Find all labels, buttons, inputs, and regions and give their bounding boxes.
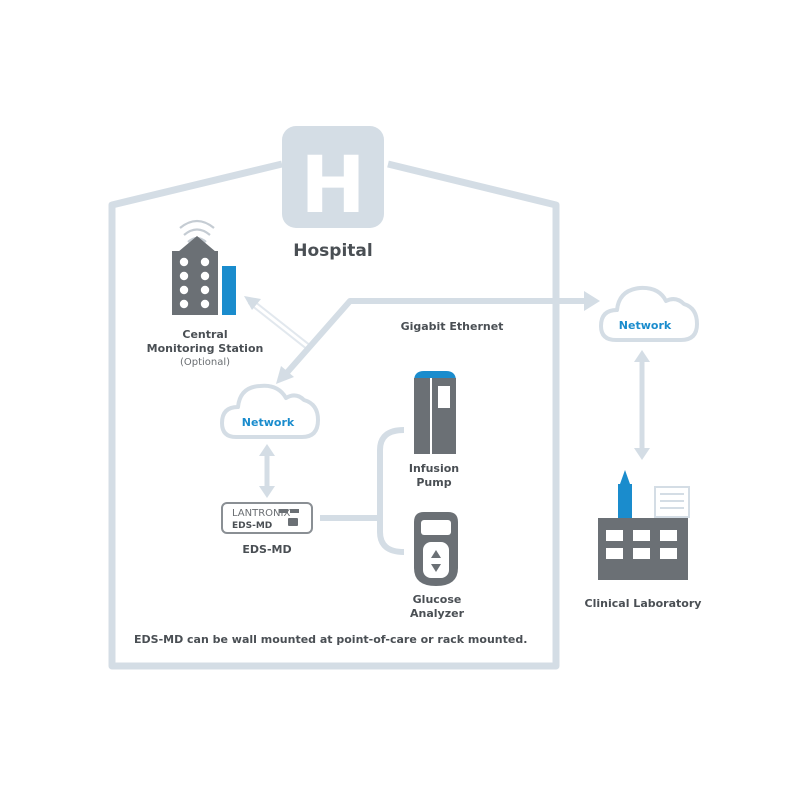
clinical-laboratory-label: Clinical Laboratory: [585, 597, 702, 610]
arrow-network-to-station: [244, 296, 310, 349]
hospital-h-letter: H: [300, 141, 365, 231]
device-model: EDS-MD: [232, 521, 272, 531]
gigabit-ethernet-line: [276, 291, 600, 384]
central-station-label-line2: Monitoring Station: [147, 342, 264, 355]
eds-md-label: EDS-MD: [242, 543, 291, 556]
hospital-outline: [108, 160, 560, 670]
central-station-label-line1: Central: [182, 328, 227, 341]
infusion-pump-icon: [414, 371, 456, 454]
central-station-note: (Optional): [180, 357, 230, 368]
network-cloud-left: [220, 383, 320, 439]
device-brand: LANTRONIX: [232, 508, 290, 519]
network-cloud-right: [599, 285, 699, 342]
eds-md-device-icon: LANTRONIX EDS-MD: [221, 502, 313, 534]
hospital-title: Hospital: [293, 241, 372, 261]
arrow-network-to-lab: [634, 350, 650, 460]
footnote: EDS-MD can be wall mounted at point-of-c…: [134, 633, 527, 646]
central-monitoring-station-icon: [172, 219, 236, 315]
infusion-pump-label-line2: Pump: [416, 476, 451, 489]
gigabit-ethernet-label: Gigabit Ethernet: [401, 320, 504, 333]
hospital-h-icon: H: [282, 126, 384, 231]
glucose-analyzer-label-line1: Glucose: [413, 593, 462, 606]
arrow-network-to-eds: [259, 444, 275, 498]
glucose-analyzer-label-line2: Analyzer: [410, 607, 465, 620]
device-connector-bracket: [320, 427, 405, 555]
network-left-label: Network: [242, 416, 295, 429]
glucose-analyzer-icon: [414, 512, 458, 586]
clinical-laboratory-icon: [598, 470, 690, 580]
network-right-label: Network: [619, 319, 672, 332]
infusion-pump-label-line1: Infusion: [409, 462, 459, 475]
